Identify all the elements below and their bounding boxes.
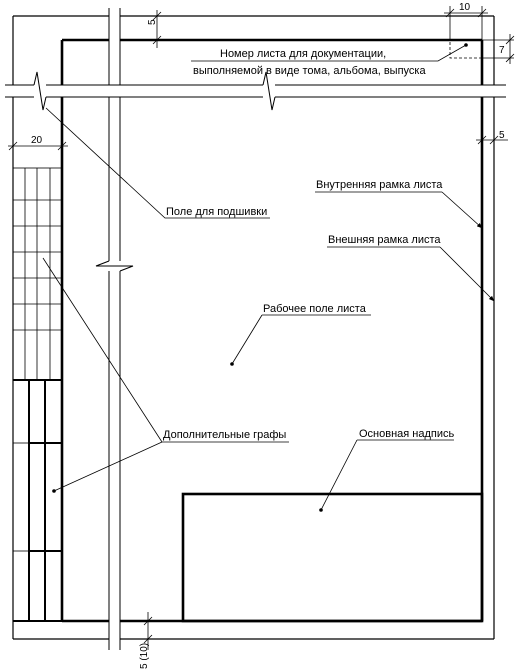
label-inner-frame: Внутренняя рамка листа	[316, 179, 443, 191]
inner-frame	[60, 38, 484, 623]
label-sheet-number-line2: выполняемой в виде тома, альбома, выпуск…	[193, 65, 426, 77]
horizontal-break	[5, 71, 506, 111]
label-sheet-number-line1: Номер листа для документации,	[220, 48, 386, 60]
label-outer-frame: Внешняя рамка листа	[328, 234, 441, 246]
dim-number-box-width: 10	[459, 2, 471, 13]
dim-top-offset: 5	[147, 19, 158, 25]
extra-columns-lower	[13, 379, 62, 622]
dim-bottom-offset: 5 (10)	[139, 643, 150, 669]
label-work-field: Рабочее поле листа	[263, 303, 367, 315]
dim-right-offset: 5	[499, 130, 505, 141]
dimension-lines	[8, 6, 515, 650]
sheet-number-box	[449, 39, 483, 59]
extra-columns-upper	[12, 167, 63, 381]
extra-columns-lower-thin	[13, 442, 29, 552]
title-block	[181, 492, 484, 623]
vertical-break	[95, 8, 134, 650]
outer-frame	[12, 15, 495, 640]
dim-number-box-height: 7	[499, 45, 505, 56]
dim-binding-width: 20	[31, 135, 43, 146]
label-extra-columns: Дополнительные графы	[163, 429, 286, 441]
label-binding-field: Поле для подшивки	[166, 206, 267, 218]
leader-lines	[42, 44, 495, 511]
leader-dots	[52, 43, 468, 512]
label-title-block: Основная надпись	[359, 428, 455, 440]
